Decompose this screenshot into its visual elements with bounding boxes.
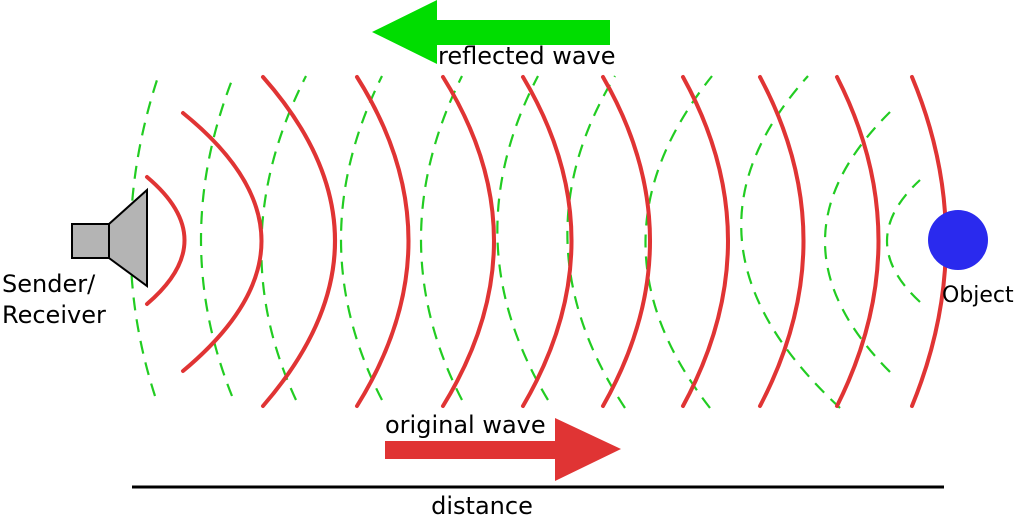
- reflected-wavefront: [886, 179, 921, 303]
- reflected-wavefront: [496, 75, 549, 401]
- original-wavefront: [261, 75, 337, 408]
- reflected-wavefront: [566, 75, 626, 409]
- original-wave-arrow: [385, 418, 621, 481]
- distance-label: distance: [431, 492, 533, 519]
- original-wavefront: [601, 75, 652, 408]
- original-wavefront: [355, 75, 411, 408]
- speaker-magnet: [71, 223, 110, 259]
- reflected-wave-label: reflected wave: [438, 42, 616, 70]
- reflected-wavefront: [420, 75, 463, 401]
- original-wavefront: [145, 175, 187, 306]
- original-wavefront: [441, 75, 496, 408]
- reflected-wave-arrow: [372, 0, 610, 64]
- original-wavefront: [681, 75, 730, 408]
- reflected-wavefront: [199, 79, 234, 397]
- reflected-wavefront: [340, 75, 383, 401]
- sender-label-line1: Sender/: [2, 270, 96, 298]
- original-wavefront: [521, 75, 574, 408]
- original-wavefront: [758, 75, 806, 408]
- original-wave-label: original wave: [385, 411, 546, 439]
- reflected-wavefront: [644, 75, 713, 409]
- original-wavefronts: [145, 75, 948, 408]
- original-wavefront: [835, 75, 881, 408]
- reflected-wavefront: [824, 111, 891, 373]
- sphere-icon: [928, 210, 988, 270]
- original-wavefront: [181, 111, 264, 373]
- speaker-icon: [71, 187, 148, 288]
- speaker-cone: [108, 187, 148, 288]
- sender-label-line2: Receiver: [2, 301, 106, 329]
- object-label: Object: [942, 283, 1014, 308]
- reflected-wavefront: [740, 75, 841, 409]
